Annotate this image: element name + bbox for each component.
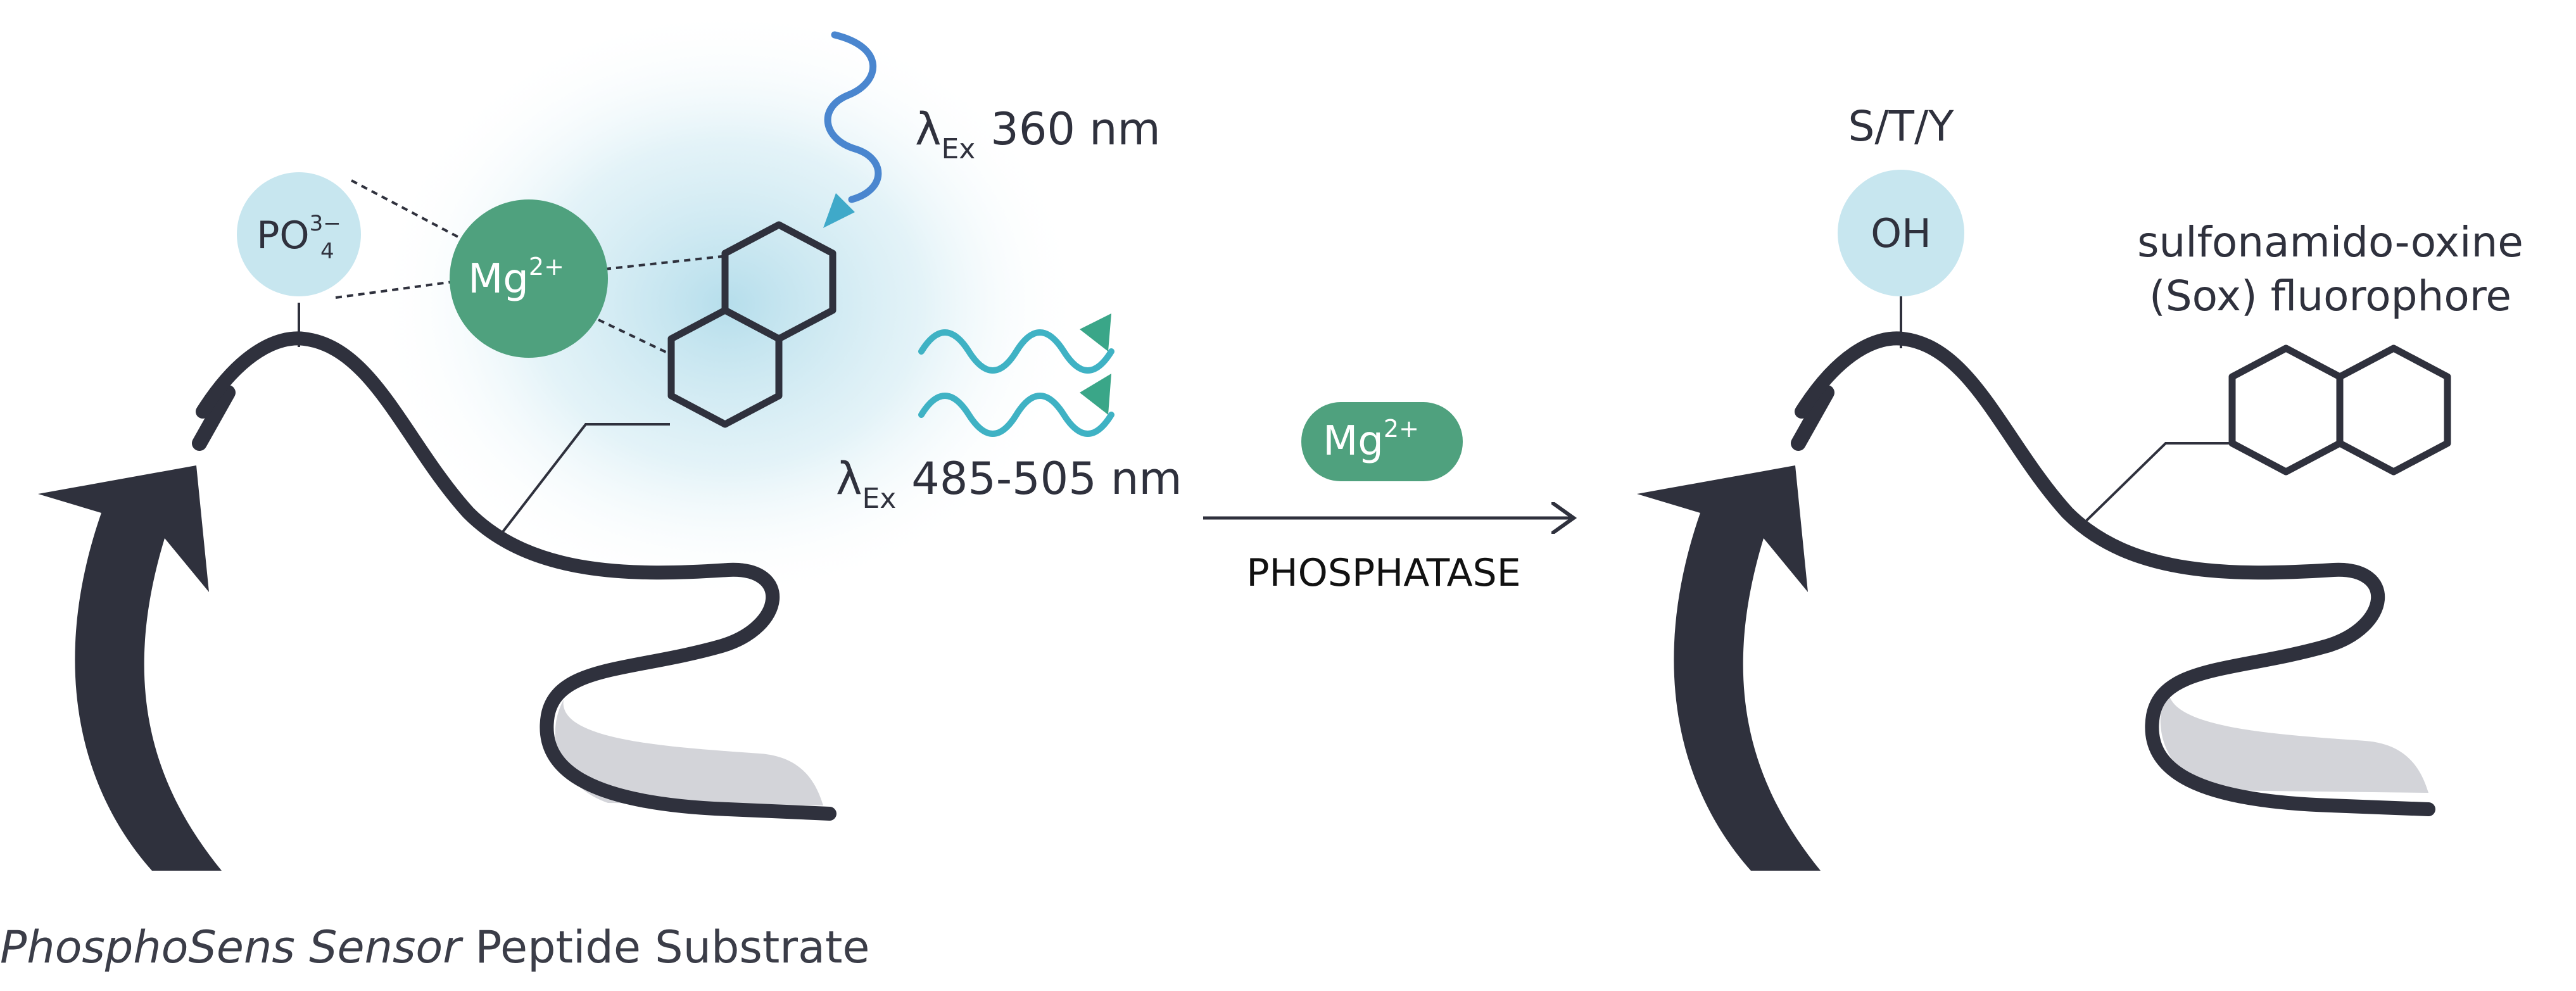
- hydroxyl-label: OH: [1871, 210, 1931, 256]
- fluorophore-name-line1: sulfonamido-oxine: [2137, 218, 2523, 267]
- peptide-arrow-bridge-left: [192, 385, 236, 451]
- magnesium-pill-label: Mg2+: [1323, 415, 1419, 465]
- coordination-lines: [335, 179, 723, 356]
- magnesium-ion-circle: [450, 199, 608, 358]
- hydroxyl-circle: [1838, 170, 1964, 296]
- emission-waves: [918, 329, 1114, 437]
- phosphate-label: PO3−: [256, 211, 341, 258]
- phosphate-subscript: 4: [320, 239, 334, 264]
- phosphate-circle: [237, 172, 361, 296]
- sox-fluorophore-left: [667, 221, 837, 428]
- substrate-caption: PhosphoSens Sensor Peptide Substrate: [0, 921, 869, 973]
- peptide-backbone-right: [1795, 331, 2435, 816]
- peptide-tail-shadow-right: [2160, 687, 2428, 793]
- reaction-step: Mg2+ PHOSPHATASE: [1203, 402, 1574, 595]
- magnesium-ion-label: Mg2+: [468, 253, 564, 303]
- fluorophore-linker-right: [2085, 442, 2232, 522]
- peptide-arrow-bridge-right: [1791, 385, 1834, 451]
- residue-label: S/T/Y: [1848, 102, 1955, 151]
- fluorophore-linker-left: [499, 423, 670, 536]
- sox-fluorophore-right: [2228, 344, 2451, 476]
- emission-arrowhead-bottom: [1080, 374, 1111, 415]
- emission-arrowhead-top: [1080, 313, 1111, 351]
- fluorophore-name-line2: (Sox) fluorophore: [2149, 272, 2511, 320]
- magnesium-pill: [1301, 402, 1463, 481]
- excitation-arrowhead: [823, 193, 855, 228]
- dephosphorylated-product: S/T/Y OH sulfonamido-oxine (Sox) fluorop…: [1637, 102, 2523, 871]
- enzyme-label: PHOSPHATASE: [1246, 551, 1520, 595]
- peptide-arrow-left: [38, 465, 222, 871]
- excitation-wave: [824, 31, 882, 203]
- peptide-tail-shadow-left: [555, 700, 823, 805]
- peptide-backbone-left: [196, 331, 837, 821]
- peptide-arrow-right: [1637, 465, 1821, 871]
